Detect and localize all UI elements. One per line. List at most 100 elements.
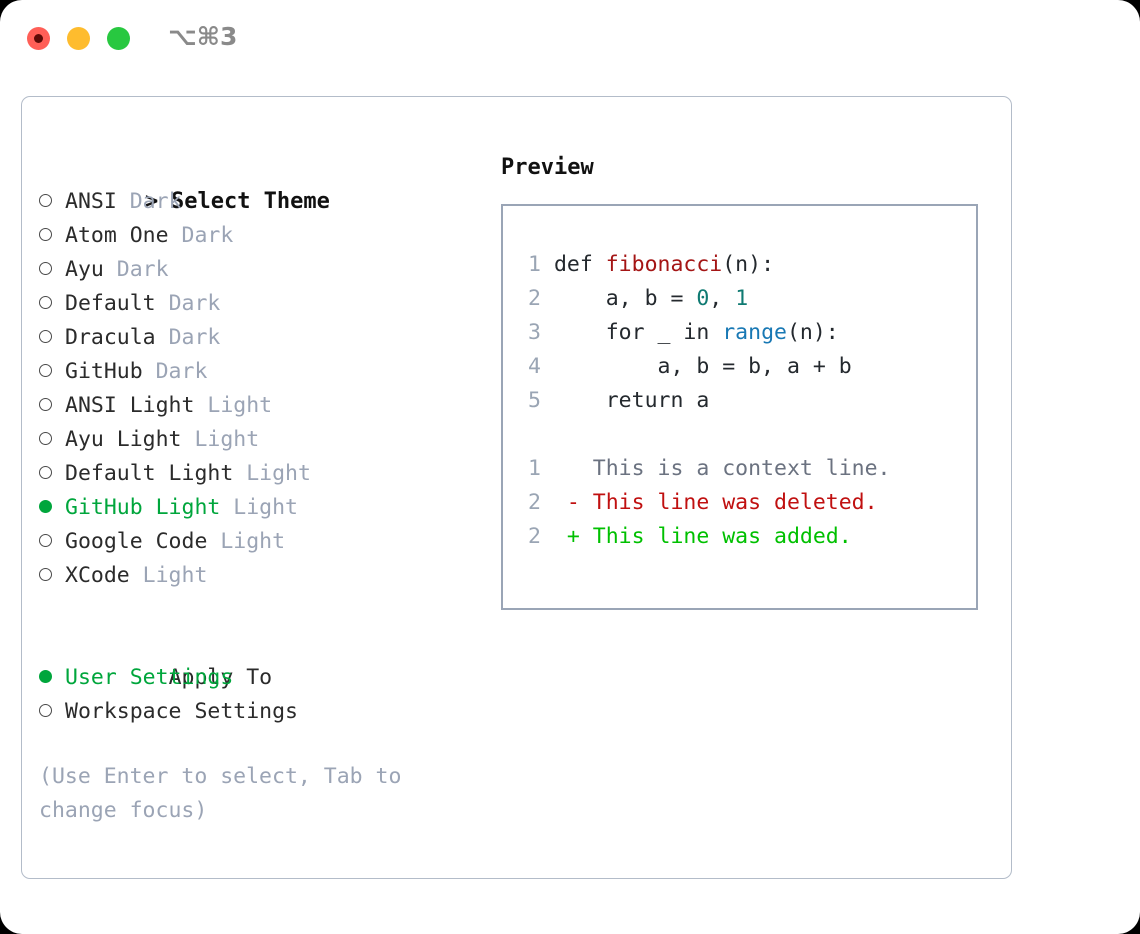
apply-to-item[interactable]: Workspace Settings (39, 695, 489, 729)
diff-line: 2 - This line was deleted. (517, 486, 891, 520)
theme-variant-badge: Light (207, 393, 273, 418)
theme-list-item[interactable]: Atom One Dark (39, 219, 489, 253)
theme-list-item[interactable]: Default Light Light (39, 457, 489, 491)
code-line: 1 def fibonacci(n): (517, 248, 891, 282)
code-line: 2 a, b = 0, 1 (517, 282, 891, 316)
code-token: a, b = b, a + b (657, 354, 852, 379)
keyboard-shortcut-label: ⌥⌘3 (168, 22, 238, 51)
window-titlebar: ⌥⌘3 (0, 0, 1140, 78)
code-indent (541, 252, 554, 277)
diff-line: 2 + This line was added. (517, 520, 891, 554)
code-token: (n): (722, 252, 775, 277)
code-indent (541, 354, 658, 379)
code-line: 5 return a (517, 384, 891, 418)
theme-list-item[interactable]: Ayu Dark (39, 253, 489, 287)
code-indent (541, 320, 606, 345)
radio-selected-icon (39, 661, 65, 695)
diff-text: This is a context line. (541, 456, 891, 481)
radio-unselected-icon (39, 559, 65, 593)
code-line: 3 for _ in range(n): (517, 316, 891, 350)
theme-list-item[interactable]: ANSI Dark (39, 185, 489, 219)
radio-unselected-icon (39, 525, 65, 559)
radio-unselected-icon (39, 695, 65, 729)
radio-unselected-icon (39, 457, 65, 491)
theme-variant-badge: Dark (168, 291, 221, 316)
line-number: 4 (528, 354, 541, 379)
theme-variant-badge: Light (220, 529, 286, 554)
theme-list-item[interactable]: Default Dark (39, 287, 489, 321)
preview-column: Preview (501, 151, 991, 185)
apply-to-label: User Settings (65, 665, 234, 690)
code-token: (n): (786, 320, 839, 345)
code-token: fibonacci (605, 252, 723, 277)
radio-dot (39, 397, 52, 411)
theme-name-label: Ayu (65, 257, 117, 282)
code-token: range (722, 320, 787, 345)
line-number: 2 (528, 286, 541, 311)
radio-unselected-icon (39, 219, 65, 253)
theme-name-label: Google Code (65, 529, 221, 554)
radio-unselected-icon (39, 287, 65, 321)
apply-to-item[interactable]: User Settings (39, 661, 489, 695)
theme-name-label: ANSI (65, 189, 130, 214)
theme-name-label: Dracula (65, 325, 169, 350)
line-number: 1 (528, 252, 541, 277)
code-token: def (553, 252, 606, 277)
theme-variant-badge: Dark (129, 189, 182, 214)
theme-name-label: GitHub (65, 359, 156, 384)
radio-unselected-icon (39, 355, 65, 389)
theme-name-label: GitHub Light (65, 495, 234, 520)
radio-unselected-icon (39, 185, 65, 219)
theme-list-item[interactable]: GitHub Dark (39, 355, 489, 389)
radio-dot (39, 465, 52, 479)
radio-dot (39, 669, 52, 683)
code-token: 1 (735, 286, 749, 311)
theme-list-item[interactable]: ANSI Light Light (39, 389, 489, 423)
code-token: for _ in (605, 320, 723, 345)
apply-to-label: Workspace Settings (65, 699, 298, 724)
theme-list-item[interactable]: Ayu Light Light (39, 423, 489, 457)
diff-line: 1 This is a context line. (517, 452, 891, 486)
radio-dot (39, 329, 52, 343)
radio-selected-icon (39, 491, 65, 525)
keyboard-hint-text: (Use Enter to select, Tab to change focu… (39, 764, 402, 823)
code-token: , (709, 286, 736, 311)
radio-dot (39, 261, 52, 275)
select-theme-heading: >Select Theme (39, 151, 489, 214)
radio-dot (39, 227, 52, 241)
diff-text: - This line was deleted. (541, 490, 878, 515)
close-icon (34, 34, 43, 43)
radio-unselected-icon (39, 389, 65, 423)
radio-dot (39, 703, 52, 717)
minimize-window-button[interactable] (67, 27, 90, 50)
radio-dot (39, 567, 52, 581)
apply-to-heading-label: Apply To (168, 665, 273, 690)
radio-unselected-icon (39, 253, 65, 287)
theme-variant-badge: Light (233, 495, 299, 520)
theme-list-item[interactable]: GitHub Light Light (39, 491, 489, 525)
theme-list-item[interactable]: Google Code Light (39, 525, 489, 559)
code-line: 4 a, b = b, a + b (517, 350, 891, 384)
maximize-window-button[interactable] (107, 27, 130, 50)
section-spacer (39, 593, 489, 627)
diff-text: + This line was added. (541, 524, 852, 549)
code-indent (541, 388, 606, 413)
line-number: 2 (528, 524, 541, 549)
theme-name-label: Default (65, 291, 169, 316)
theme-variant-badge: Dark (168, 325, 221, 350)
theme-list-item[interactable]: XCode Light (39, 559, 489, 593)
theme-variant-badge: Light (194, 427, 260, 452)
line-number: 3 (528, 320, 541, 345)
line-number: 5 (528, 388, 541, 413)
radio-dot (39, 193, 52, 207)
cursor-marker: > (144, 189, 159, 214)
radio-dot (39, 499, 52, 513)
theme-name-label: ANSI Light (65, 393, 208, 418)
theme-list-item[interactable]: Dracula Dark (39, 321, 489, 355)
